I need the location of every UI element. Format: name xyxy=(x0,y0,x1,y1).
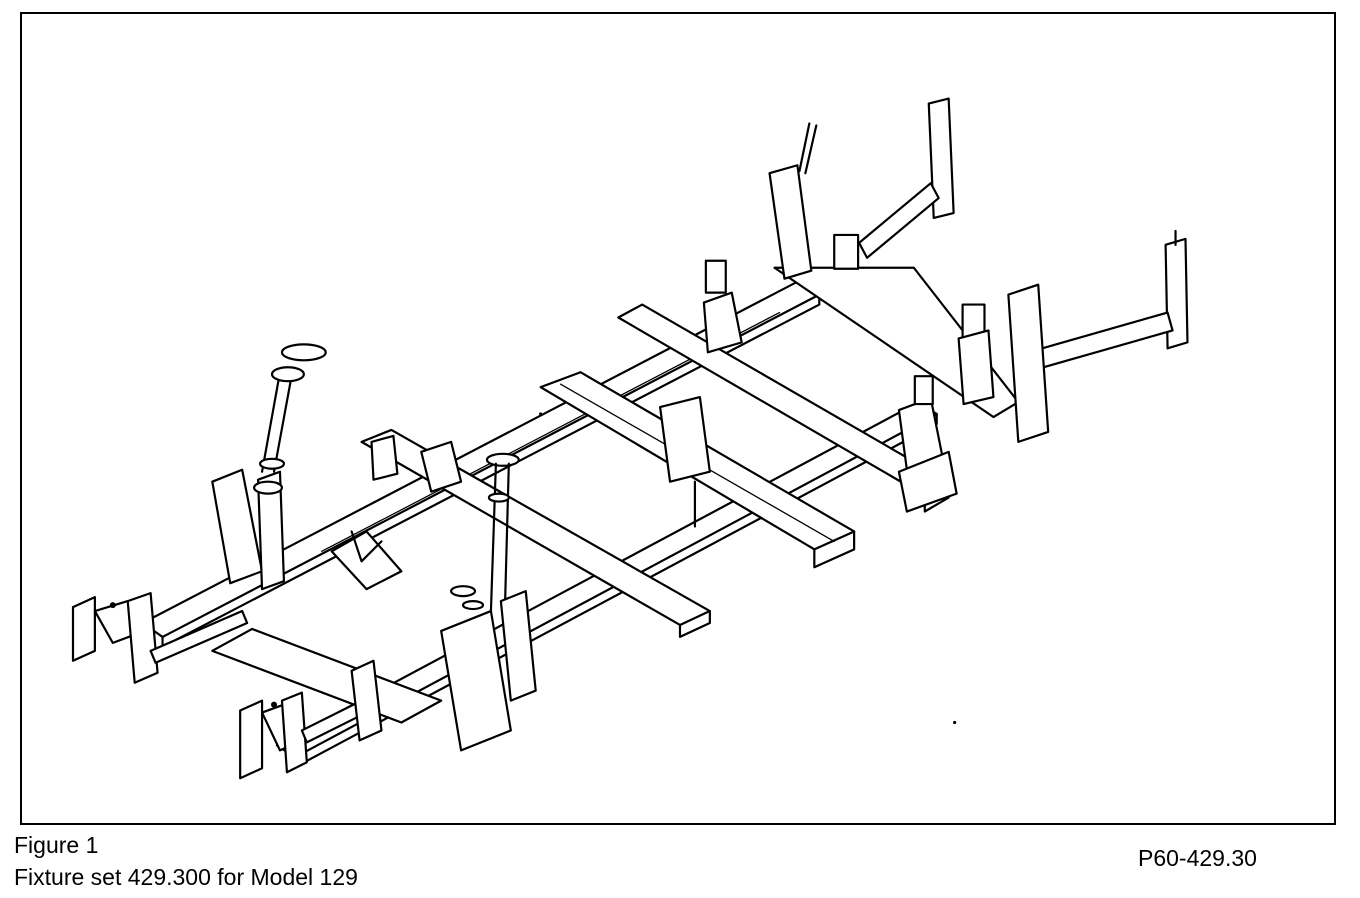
figure-frame xyxy=(20,12,1336,825)
mid-stand-bottom xyxy=(350,585,537,752)
front-top-bracket xyxy=(768,97,955,280)
mid-bracket xyxy=(370,434,463,493)
figure-title: Fixture set 429.300 for Model 129 xyxy=(14,864,358,890)
fixture-set-drawing xyxy=(71,97,1189,780)
front-stand-c xyxy=(957,303,995,406)
rear-left-arm xyxy=(71,592,249,684)
stray-mark xyxy=(539,412,543,416)
figure-label: Figure 1 xyxy=(14,832,99,858)
rear-right-arm xyxy=(239,691,368,780)
mid-stand-left xyxy=(330,530,403,591)
stray-mark xyxy=(953,720,957,725)
figure-code: P60-429.30 xyxy=(1138,845,1257,871)
front-stand-a xyxy=(702,259,743,354)
center-stand xyxy=(658,396,711,528)
cross-member-rear xyxy=(211,627,443,724)
front-right-arm xyxy=(1007,229,1189,443)
rear-tower xyxy=(211,343,327,591)
front-stand-b xyxy=(897,375,958,513)
center-post xyxy=(485,452,520,613)
